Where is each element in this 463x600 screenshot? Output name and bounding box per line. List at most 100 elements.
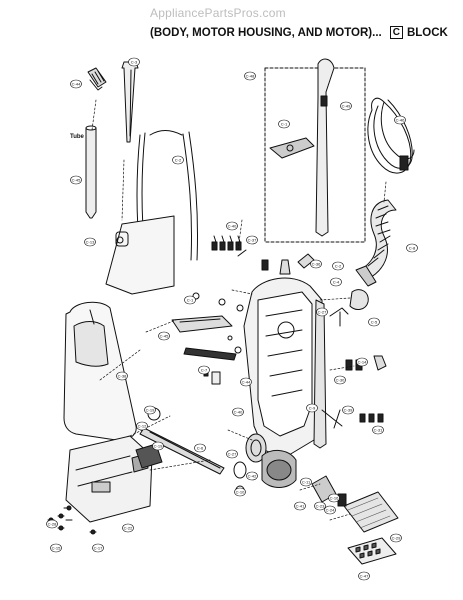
callout-label: C-31 <box>374 427 383 432</box>
callout-label: C-36 <box>312 261 321 266</box>
callout-label: C-38 <box>118 373 127 378</box>
callout-bubble: C-44 <box>70 79 82 89</box>
filter-bag-plate <box>105 215 175 295</box>
extension-tube <box>85 125 97 219</box>
callout-bubble: C-1 <box>184 295 196 305</box>
leader-lines <box>91 99 387 521</box>
callout-bubble: C-2 <box>172 155 184 165</box>
callout-bubble: C-11 <box>300 477 312 487</box>
housing-top-fittings <box>237 249 315 275</box>
bumper-bar <box>171 315 237 361</box>
callout-label: C-29 <box>392 535 401 540</box>
callout-label: C-40 <box>234 409 243 414</box>
callout-layer: C-44C-3C-45C-13C-48C-49C-1C-46C-2C-8C-40… <box>46 57 418 581</box>
callout-bubble: C-2 <box>332 261 344 271</box>
screw-cluster-top <box>211 235 242 251</box>
callout-label: C-27 <box>318 309 327 314</box>
callout-label: C-5 <box>371 319 378 324</box>
callout-bubble: C-48 <box>244 71 256 81</box>
callout-label: C-2 <box>335 263 342 268</box>
callout-label: C-28 <box>48 521 57 526</box>
callout-bubble: C-38 <box>116 371 128 381</box>
callout-bubble: C-14 <box>356 357 368 367</box>
base-plate <box>65 435 153 523</box>
title-text: (BODY, MOTOR HOUSING, AND MOTOR)... <box>150 26 382 39</box>
callout-label: C-44 <box>242 379 251 384</box>
tube-label: Tube <box>70 134 85 140</box>
callout-label: C-44 <box>72 81 81 86</box>
callout-label: C-45 <box>160 333 169 338</box>
callout-bubble: C-8 <box>406 243 418 253</box>
callout-label: C-22 <box>124 525 133 530</box>
callout-label: C-45 <box>72 177 81 182</box>
callout-bubble: C-28 <box>46 519 58 529</box>
block-word: BLOCK <box>406 26 448 39</box>
small-hardware <box>192 292 244 385</box>
callout-label: C-48 <box>246 73 255 78</box>
callout-label: C-15 <box>52 545 61 550</box>
body-housing <box>243 277 327 459</box>
callout-bubble: C-22 <box>122 523 134 533</box>
callout-bubble: C-9 <box>306 403 318 413</box>
callout-bubble: C-15 <box>50 543 62 553</box>
callout-label: C-37 <box>248 237 257 242</box>
callout-label: C-7 <box>201 367 208 372</box>
watermark: AppliancePartsPros.com <box>150 6 286 20</box>
callout-bubble: C-23 <box>314 501 326 511</box>
callout-label: C-8 <box>409 245 416 250</box>
front-cover <box>63 301 137 441</box>
callout-bubble: C-3 <box>128 57 140 67</box>
callout-bubble: C-45 <box>158 331 170 341</box>
callout-bubble: C-49 <box>340 101 352 111</box>
callout-bubble: C-45 <box>70 175 82 185</box>
callout-bubble: C-47 <box>358 571 370 581</box>
callout-label: C-1 <box>187 297 194 302</box>
upholstery-nozzle <box>87 67 107 91</box>
handle-assembly <box>264 58 366 243</box>
callout-label: C-2 <box>175 157 182 162</box>
callout-label: C-24 <box>326 507 335 512</box>
callout-bubble: C-39 <box>342 405 354 415</box>
callout-label: C-40 <box>228 223 237 228</box>
callout-label: C-19 <box>146 407 155 412</box>
callout-label: C-23 <box>316 503 325 508</box>
power-cord <box>367 97 415 174</box>
callout-bubble: C-41 <box>294 501 306 511</box>
callout-label: C-14 <box>358 359 367 364</box>
callout-bubble: C-27 <box>316 307 328 317</box>
callout-label: C-47 <box>360 573 369 578</box>
callout-bubble: C-40 <box>232 407 244 417</box>
callout-bubble: C-5 <box>368 317 380 327</box>
flexible-hose <box>355 199 397 287</box>
motor-assembly <box>233 433 297 495</box>
callout-bubble: C-12 <box>136 421 148 431</box>
callout-label: C-30 <box>336 377 345 382</box>
callout-label: C-16 <box>330 495 339 500</box>
callout-bubble: C-6 <box>194 443 206 453</box>
callout-label: C-4 <box>333 279 340 284</box>
callout-bubble: C-44 <box>240 377 252 387</box>
callout-bubble: C-46 <box>394 115 406 125</box>
callout-bubble: C-27 <box>226 449 238 459</box>
callout-label: C-1 <box>281 121 288 126</box>
callout-label: C-46 <box>396 117 405 122</box>
callout-bubble: C-1 <box>278 119 290 129</box>
callout-bubble: C-10 <box>234 487 246 497</box>
callout-label: C-6 <box>197 445 204 450</box>
callout-bubble: C-31 <box>372 425 384 435</box>
callout-bubble: C-16 <box>328 493 340 503</box>
callout-bubble: C-30 <box>334 375 346 385</box>
callout-bubble: C-24 <box>324 505 336 515</box>
callout-label: C-10 <box>236 489 245 494</box>
right-side-parts <box>321 289 387 429</box>
callout-bubble: C-4 <box>330 277 342 287</box>
callout-label: C-9 <box>309 405 316 410</box>
block-letter-badge: C <box>389 26 403 39</box>
callout-label: C-13 <box>86 239 95 244</box>
crevice-tool <box>121 61 139 143</box>
brush-roll <box>135 407 225 475</box>
callout-bubble: C-19 <box>144 405 156 415</box>
callout-label: C-41 <box>296 503 305 508</box>
callout-bubble: C-40 <box>226 221 238 231</box>
